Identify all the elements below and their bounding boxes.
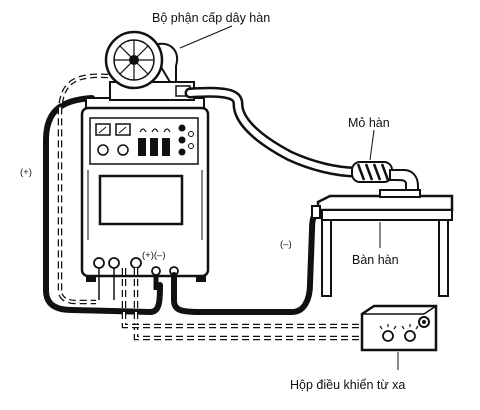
terminals-label: (+)(–)	[142, 250, 166, 261]
terminal-icon	[108, 257, 120, 269]
torch-hose	[184, 86, 362, 178]
table-label: Bàn hàn	[352, 253, 399, 267]
welding-table	[316, 189, 454, 297]
power-source	[80, 97, 210, 300]
dial-icon	[404, 330, 416, 342]
positive-label: (+)	[20, 167, 32, 178]
leader-wire-feeder	[179, 25, 233, 49]
remote-label: Hộp điều khiển từ xa	[290, 378, 405, 392]
negative-label: (–)	[280, 239, 292, 250]
workpiece	[379, 189, 421, 198]
leader-torch	[369, 129, 375, 161]
positive-terminal-icon	[151, 266, 161, 276]
knob-icon	[97, 144, 109, 156]
wire-feeder-label: Bộ phận cấp dây hàn	[152, 11, 270, 25]
positive-cable	[43, 95, 163, 316]
knob-icon	[117, 144, 129, 156]
front-panel-window	[98, 174, 184, 226]
welding-torch	[351, 161, 419, 191]
terminal-icon	[93, 257, 105, 269]
terminal-icon	[130, 257, 142, 269]
wire-feeder	[104, 30, 195, 101]
dial-icon	[382, 330, 394, 342]
remote-control-box	[360, 304, 438, 352]
torch-label: Mỏ hàn	[348, 116, 390, 130]
